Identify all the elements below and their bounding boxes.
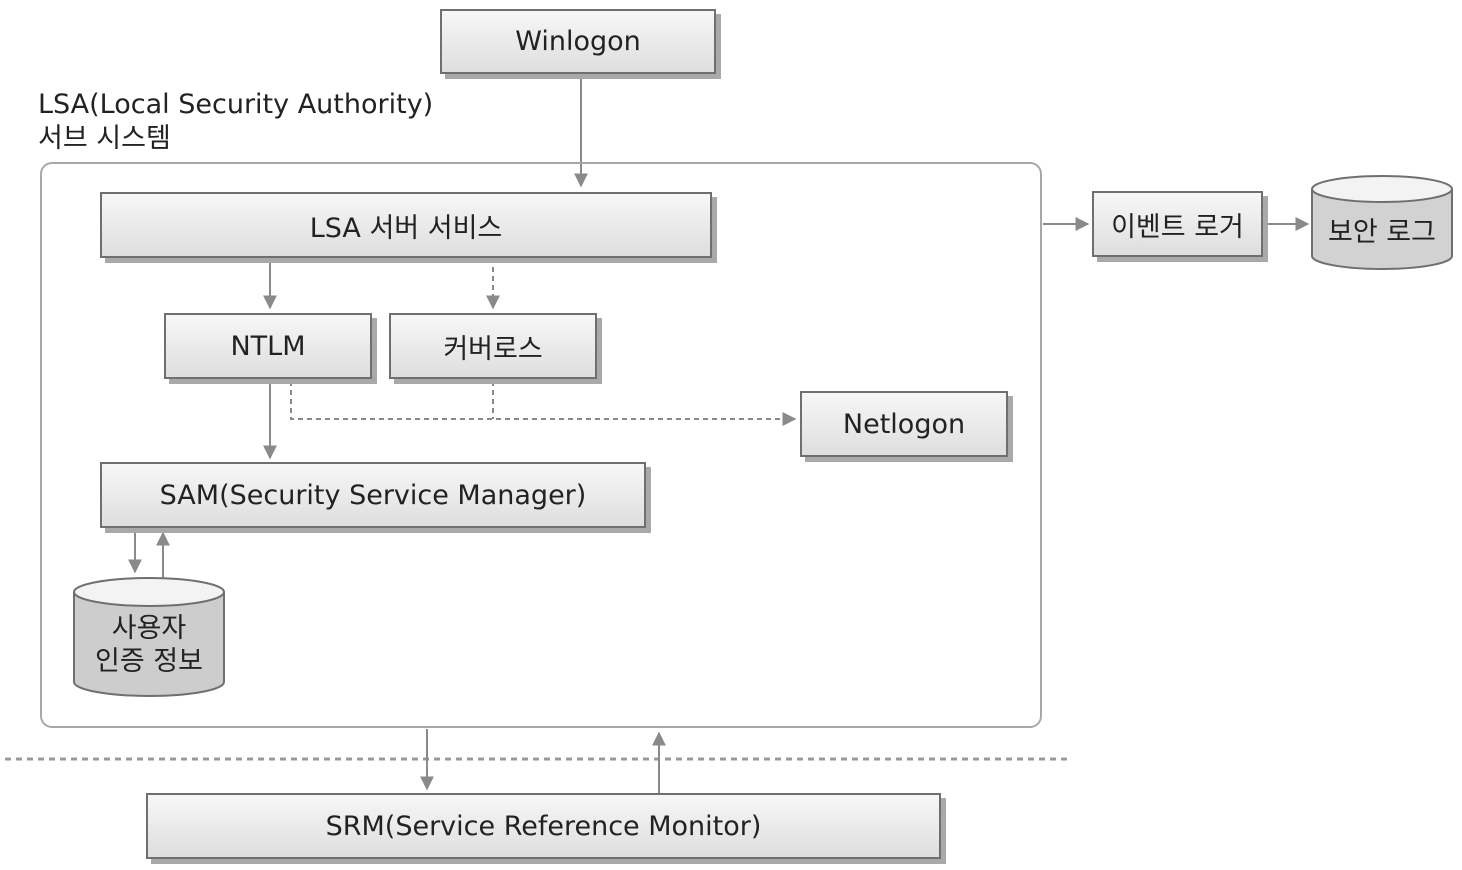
lsa-subsystem-title: LSA(Local Security Authority) 서브 시스템 [38,88,433,156]
user-auth-database-label: 사용자 인증 정보 [74,606,224,684]
event-logger-box: 이벤트 로거 [1092,191,1263,257]
security-log-label: 보안 로그 [1312,204,1452,260]
lsa-server-service-box: LSA 서버 서비스 [100,192,712,258]
user-auth-database-icon [73,577,225,697]
kerberos-box: 커버로스 [389,313,597,379]
netlogon-box: Netlogon [800,391,1008,457]
sam-box: SAM(Security Service Manager) [100,462,646,528]
security-log-label-text: 보안 로그 [1328,216,1436,248]
user-auth-label-line2: 인증 정보 [95,646,203,677]
arrow-to-netlogon [290,381,797,426]
srm-box: SRM(Service Reference Monitor) [146,793,941,859]
lsa-subsystem-title-line2: 서브 시스템 [38,123,171,154]
security-log-database-icon [1311,175,1453,270]
winlogon-box: Winlogon [440,9,716,74]
ntlm-box: NTLM [164,313,372,379]
lsa-subsystem-container [40,162,1042,728]
lsa-subsystem-title-line1: LSA(Local Security Authority) [38,89,434,120]
user-auth-label-line1: 사용자 [111,613,187,644]
